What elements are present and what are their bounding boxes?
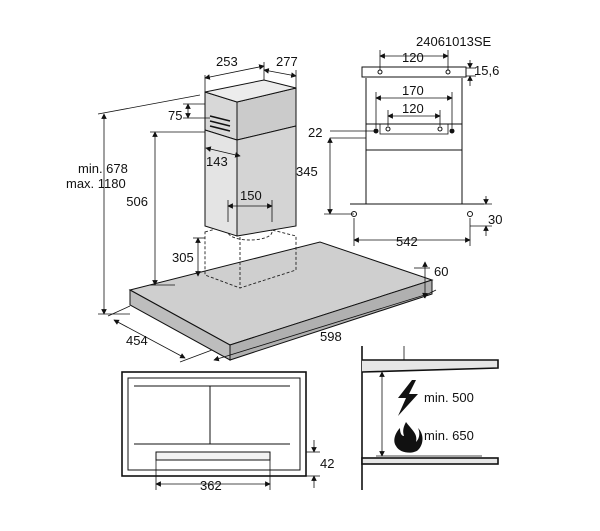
dim-top-offset: 15,6	[474, 63, 499, 78]
dim-mid-spacing-outer: 170	[402, 83, 424, 98]
dim-hood-width: 598	[320, 329, 342, 344]
chimney-lower-front	[204, 129, 238, 237]
dim-chimney-height: 506	[126, 194, 148, 209]
dim-bottom-offset: 30	[488, 212, 502, 227]
dim-top-spacing: 120	[402, 50, 424, 65]
dim-bottom-width: 542	[396, 234, 418, 249]
cooktop	[361, 457, 499, 465]
dim-filter-height: 42	[320, 456, 334, 471]
vent-slots	[209, 115, 231, 132]
dim-hood-depth: 454	[126, 333, 148, 348]
bracket-view: 24061013SE 120 15,6 170 120	[296, 34, 502, 249]
dim-outlet-diameter: 150	[240, 188, 262, 203]
dim-hood-edge: 60	[434, 264, 448, 279]
filter-panel	[155, 451, 271, 461]
model-code: 24061013SE	[416, 34, 492, 49]
clearance-gas: min. 650	[424, 428, 474, 443]
dim-side-offset: 22	[308, 125, 322, 140]
dim-total-height-min: min. 678	[78, 161, 128, 176]
dim-chimney-depth: 277	[276, 54, 298, 69]
dim-vent-depth: 143	[206, 154, 228, 169]
gas-flame-icon	[394, 422, 423, 453]
dim-chimney-width: 253	[216, 54, 238, 69]
hood-underside	[121, 371, 307, 477]
main-hood-view: 253 277 75 143 150 506 305 min. 678 max.	[66, 54, 448, 363]
outlet-ring	[227, 223, 273, 241]
clearance-electric: min. 500	[424, 390, 474, 405]
dim-vertical-spacing: 345	[296, 164, 318, 179]
top-bracket	[361, 66, 467, 78]
electric-icon	[398, 380, 418, 416]
bottom-view: 362 42	[121, 371, 334, 493]
chimney-lower-side	[236, 125, 297, 237]
clearance-view: min. 500 min. 650	[361, 346, 499, 490]
dim-mid-spacing-inner: 120	[402, 101, 424, 116]
dim-filter-width: 362	[200, 478, 222, 493]
dim-total-height-max: max. 1180	[66, 176, 126, 191]
dim-vent-offset: 75	[168, 108, 182, 123]
dim-motor-height: 305	[172, 250, 194, 265]
